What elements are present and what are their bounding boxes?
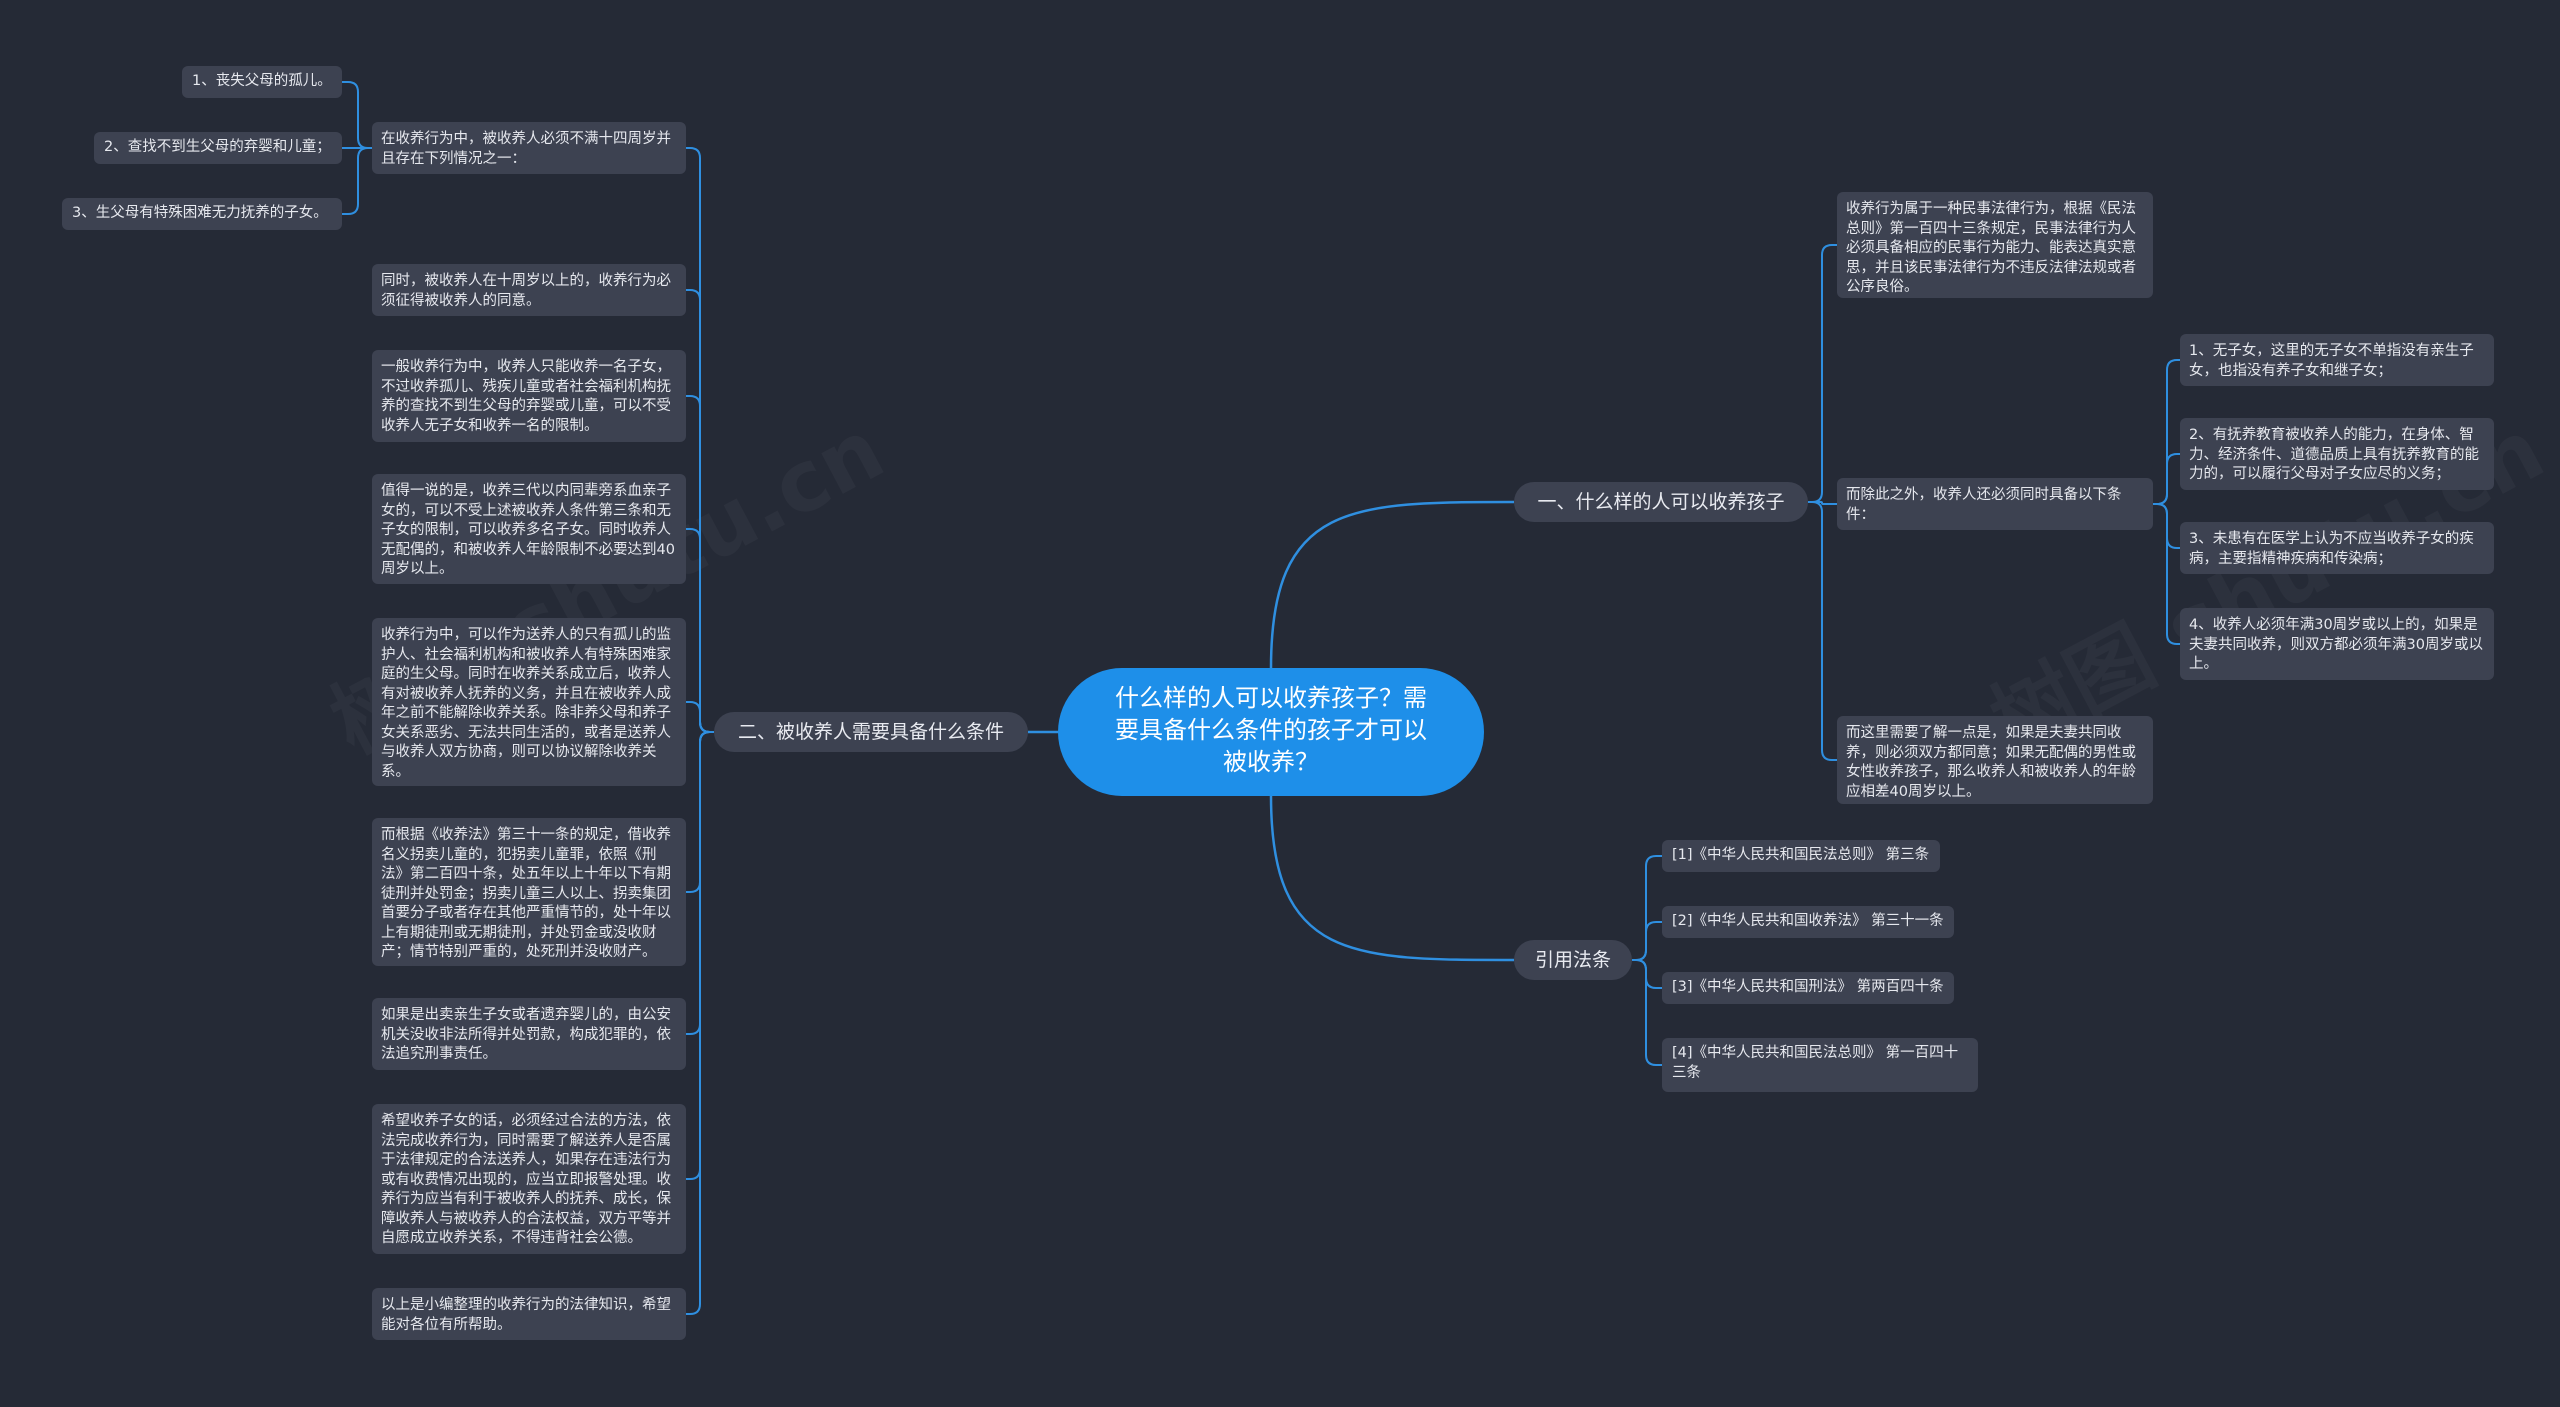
b2-item-consent[interactable]: 同时，被收养人在十周岁以上的，收养行为必须征得被收养人的同意。 xyxy=(372,264,686,316)
b3-law-1[interactable]: [1]《中华人民共和国民法总则》 第三条 xyxy=(1662,840,1940,872)
connector xyxy=(1808,501,1837,505)
b1-sub-no-children[interactable]: 1、无子女，这里的无子女不单指没有亲生子女，也指没有养子女和继子女； xyxy=(2180,334,2494,386)
b1-item-couple-note[interactable]: 而这里需要了解一点是，如果是夫妻共同收养，则必须双方都同意；如果无配偶的男性或女… xyxy=(1837,716,2153,804)
branch-cited-laws[interactable]: 引用法条 xyxy=(1514,940,1632,980)
b1-sub-ability[interactable]: 2、有抚养教育被收养人的能力，在身体、智力、经济条件、道德品质上具有抚养教育的能… xyxy=(2180,418,2494,490)
b2-item-trafficking-law[interactable]: 而根据《收养法》第三十一条的规定，借收养名义拐卖儿童的，犯拐卖儿童罪，依照《刑法… xyxy=(372,818,686,966)
b2-sub-abandoned[interactable]: 2、查找不到生父母的弃婴和儿童； xyxy=(94,132,342,164)
b1-item-conditions[interactable]: 而除此之外，收养人还必须同时具备以下条件： xyxy=(1837,478,2153,530)
branch-adoptee-conditions[interactable]: 二、被收养人需要具备什么条件 xyxy=(714,712,1028,752)
b2-item-closing[interactable]: 以上是小编整理的收养行为的法律知识，希望能对各位有所帮助。 xyxy=(372,1288,686,1340)
b2-item-age-limit[interactable]: 在收养行为中，被收养人必须不满十四周岁并且存在下列情况之一： xyxy=(372,122,686,174)
b2-item-selling-children[interactable]: 如果是出卖亲生子女或者遗弃婴儿的，由公安机关没收非法所得并处罚款，构成犯罪的，依… xyxy=(372,998,686,1070)
b1-item-legal-act[interactable]: 收养行为属于一种民事法律行为，根据《民法总则》第一百四十三条规定，民事法律行为人… xyxy=(1837,192,2153,298)
root-topic[interactable]: 什么样的人可以收养孩子？需要具备什么条件的孩子才可以被收养？ xyxy=(1058,668,1484,796)
b2-item-legal-method[interactable]: 希望收养子女的话，必须经过合法的方法，依法完成收养行为，同时需要了解送养人是否属… xyxy=(372,1104,686,1254)
connector xyxy=(342,81,372,149)
connector xyxy=(1632,959,1662,1066)
b2-item-one-child[interactable]: 一般收养行为中，收养人只能收养一名子女，不过收养孤儿、残疾儿童或者社会福利机构抚… xyxy=(372,350,686,442)
connector xyxy=(1269,795,1515,962)
b1-sub-age[interactable]: 4、收养人必须年满30周岁或以上的，如果是夫妻共同收养，则双方都必须年满30周岁… xyxy=(2180,608,2494,680)
b3-law-4[interactable]: [4]《中华人民共和国民法总则》 第一百四十三条 xyxy=(1662,1038,1978,1092)
connector xyxy=(2153,503,2180,645)
connector xyxy=(2153,453,2180,505)
connector xyxy=(342,147,372,215)
b2-sub-orphan[interactable]: 1、丧失父母的孤儿。 xyxy=(182,66,342,98)
connector xyxy=(1808,244,1837,503)
b2-item-relatives[interactable]: 值得一说的是，收养三代以内同辈旁系血亲子女的，可以不受上述被收养人条件第三条和无… xyxy=(372,474,686,584)
b2-item-guardians[interactable]: 收养行为中，可以作为送养人的只有孤儿的监护人、社会福利机构和被收养人有特殊困难家… xyxy=(372,618,686,786)
b3-law-2[interactable]: [2]《中华人民共和国收养法》 第三十一条 xyxy=(1662,906,1954,938)
connector xyxy=(1269,500,1515,669)
connector xyxy=(686,731,714,1315)
b3-law-3[interactable]: [3]《中华人民共和国刑法》 第两百四十条 xyxy=(1662,972,1954,1004)
connector xyxy=(1632,921,1662,961)
branch-who-can-adopt[interactable]: 一、什么样的人可以收养孩子 xyxy=(1514,482,1808,522)
connector xyxy=(1808,501,1837,761)
connector xyxy=(686,701,714,733)
b2-sub-hardship[interactable]: 3、生父母有特殊困难无力抚养的子女。 xyxy=(62,198,342,230)
b1-sub-health[interactable]: 3、未患有在医学上认为不应当收养子女的疾病，主要指精神疾病和传染病； xyxy=(2180,522,2494,574)
